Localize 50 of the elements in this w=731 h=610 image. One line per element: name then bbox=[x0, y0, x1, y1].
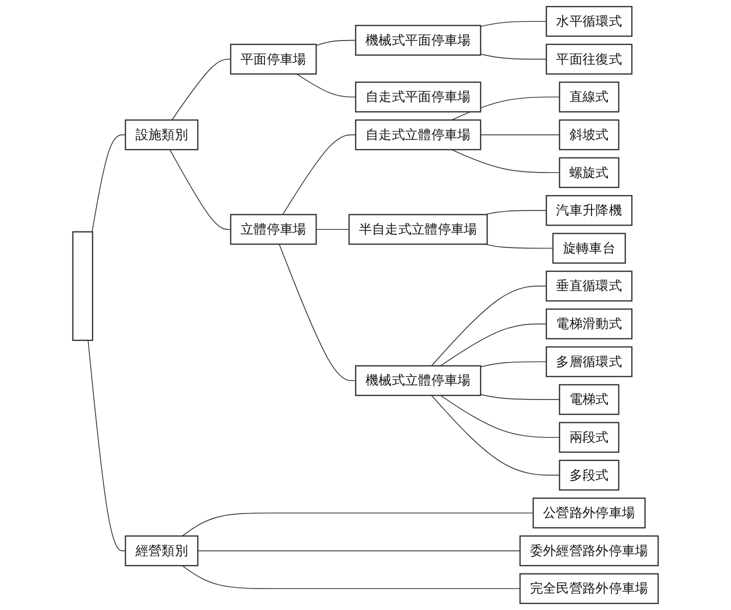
node-box: 機械式平面停車場 bbox=[355, 24, 482, 56]
connector bbox=[296, 74, 356, 98]
node-box: 電梯式 bbox=[558, 384, 620, 415]
node-box: 委外經營路外停車場 bbox=[519, 535, 659, 566]
node-box: 電梯滑動式 bbox=[546, 308, 632, 340]
connector bbox=[451, 149, 560, 174]
connector bbox=[278, 244, 356, 382]
node-box: 平面往復式 bbox=[546, 44, 632, 75]
node-box: 水平循環式 bbox=[546, 6, 632, 37]
node-box: 自走式平面停車場 bbox=[355, 82, 482, 112]
connector bbox=[431, 286, 547, 366]
node-box: 半自走式立體停車場 bbox=[348, 214, 488, 245]
connector bbox=[480, 361, 547, 368]
connector bbox=[92, 134, 126, 232]
connector bbox=[197, 550, 520, 552]
connector bbox=[316, 228, 350, 230]
node-box: 螺旋式 bbox=[558, 157, 620, 188]
node-box: 多段式 bbox=[558, 460, 620, 491]
connector bbox=[182, 565, 520, 590]
node-box: 公營路外停車場 bbox=[532, 498, 646, 528]
connector bbox=[451, 96, 560, 120]
connector bbox=[480, 20, 547, 27]
connector bbox=[484, 210, 547, 215]
connector bbox=[440, 324, 547, 366]
connector bbox=[480, 54, 547, 60]
node-box: 平面停車場 bbox=[230, 44, 317, 75]
node-box: 斜坡式 bbox=[558, 119, 620, 150]
connector bbox=[480, 394, 560, 400]
connector bbox=[169, 149, 232, 230]
node-box: 直線式 bbox=[558, 82, 620, 112]
node-box: 兩段式 bbox=[558, 422, 620, 453]
connector bbox=[282, 134, 356, 215]
connector bbox=[316, 40, 356, 46]
node-box: 旋轉車台 bbox=[552, 232, 626, 264]
node-box: 垂直循環式 bbox=[546, 270, 632, 302]
connector bbox=[172, 58, 232, 120]
node-box: 汽車升降機 bbox=[546, 195, 632, 226]
node-box: 完全民營路外停車場 bbox=[519, 573, 659, 604]
node-box bbox=[72, 231, 94, 341]
node-box: 立體停車場 bbox=[230, 214, 317, 245]
connector bbox=[480, 134, 560, 136]
connector bbox=[88, 340, 126, 552]
node-box: 機械式立體停車場 bbox=[355, 365, 482, 396]
connector bbox=[182, 512, 534, 536]
connector bbox=[431, 395, 560, 476]
node-box: 自走式立體停車場 bbox=[355, 119, 482, 150]
connector bbox=[440, 395, 560, 438]
node-box: 多層循環式 bbox=[546, 346, 632, 378]
node-box: 經營類別 bbox=[124, 535, 198, 566]
node-box: 設施類別 bbox=[124, 119, 198, 150]
